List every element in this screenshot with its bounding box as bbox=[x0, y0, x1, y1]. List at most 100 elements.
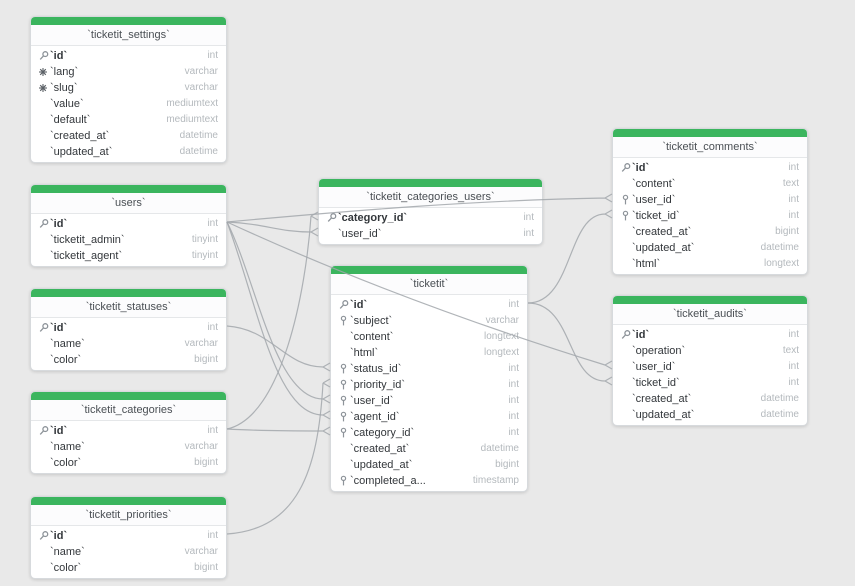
table-accent-bar bbox=[613, 129, 807, 137]
field-name: `id` bbox=[50, 50, 68, 62]
table-ticketit_categories_users[interactable]: `ticketit_categories_users` `category_id`… bbox=[318, 178, 543, 245]
field-row-content: `content`text bbox=[613, 176, 807, 192]
field-type: text bbox=[782, 345, 799, 356]
index-icon bbox=[336, 315, 350, 327]
field-type: timestamp bbox=[472, 475, 519, 486]
relationship-line-ticketit_categories-ticketit bbox=[226, 426, 331, 436]
field-type: datetime bbox=[760, 409, 799, 420]
field-name: `created_at` bbox=[350, 443, 410, 455]
field-row-id: `id`int bbox=[31, 528, 226, 544]
field-type: longtext bbox=[763, 258, 799, 269]
field-row-ticket_id: `ticket_id`int bbox=[613, 375, 807, 391]
relationship-line-ticketit_categories-ticketit_categories_users bbox=[226, 211, 319, 430]
field-name: `color` bbox=[50, 457, 82, 469]
field-row-slug: `slug`varchar bbox=[31, 80, 226, 96]
field-type: longtext bbox=[483, 331, 519, 342]
field-rows: `id`int`lang`varchar`slug`varchar`value`… bbox=[31, 46, 226, 162]
field-name: `ticketit_agent` bbox=[50, 250, 123, 262]
field-type: bigint bbox=[495, 459, 519, 470]
table-title[interactable]: `ticketit` bbox=[331, 274, 527, 295]
field-type: bigint bbox=[194, 354, 218, 365]
field-row-user_id: `user_id`int bbox=[613, 192, 807, 208]
table-title[interactable]: `ticketit_categories` bbox=[31, 400, 226, 421]
table-accent-bar bbox=[319, 179, 542, 187]
primary-key-icon bbox=[36, 530, 50, 542]
field-name: `slug` bbox=[50, 82, 78, 94]
field-name: `created_at` bbox=[50, 130, 110, 142]
unique-index-icon bbox=[36, 83, 50, 93]
table-accent-bar bbox=[331, 266, 527, 274]
table-title[interactable]: `ticketit_statuses` bbox=[31, 297, 226, 318]
field-row-completed_a: `completed_a...timestamp bbox=[331, 473, 527, 489]
field-row-name: `name`varchar bbox=[31, 544, 226, 560]
relationship-line-users-ticketit_categories_users bbox=[226, 221, 319, 237]
field-row-name: `name`varchar bbox=[31, 336, 226, 352]
field-type: int bbox=[523, 228, 534, 239]
relationship-line-users-ticketit bbox=[226, 221, 331, 420]
table-title[interactable]: `ticketit_audits` bbox=[613, 304, 807, 325]
field-type: varchar bbox=[184, 441, 218, 452]
index-icon bbox=[336, 427, 350, 439]
table-accent-bar bbox=[613, 296, 807, 304]
field-name: `ticket_id` bbox=[632, 210, 680, 222]
field-row-user_id: `user_id`int bbox=[613, 359, 807, 375]
field-row-id: `id`int bbox=[31, 423, 226, 439]
table-ticketit_settings[interactable]: `ticketit_settings``id`int`lang`varchar`… bbox=[30, 16, 227, 163]
table-users[interactable]: `users``id`int`ticketit_admin`tinyint`ti… bbox=[30, 184, 227, 267]
field-name: `updated_at` bbox=[632, 409, 695, 421]
field-name: `subject` bbox=[350, 315, 393, 327]
field-row-updated_at: `updated_at` datetime bbox=[613, 407, 807, 423]
field-row-id: `id`int bbox=[613, 327, 807, 343]
table-ticketit_comments[interactable]: `ticketit_comments``id`int`content`text`… bbox=[612, 128, 808, 275]
field-type: int bbox=[508, 395, 519, 406]
table-title[interactable]: `users` bbox=[31, 193, 226, 214]
field-row-priority_id: `priority_id`int bbox=[331, 377, 527, 393]
table-ticketit_priorities[interactable]: `ticketit_priorities` `id`int`name`varcha… bbox=[30, 496, 227, 579]
field-row-category_id: `category_id`int bbox=[331, 425, 527, 441]
table-ticketit[interactable]: `ticketit``id`int`subject`varchar`conten… bbox=[330, 265, 528, 492]
field-type: bigint bbox=[775, 226, 799, 237]
field-type: tinyint bbox=[191, 250, 218, 261]
table-accent-bar bbox=[31, 289, 226, 297]
field-name: `id` bbox=[350, 299, 368, 311]
field-type: longtext bbox=[483, 347, 519, 358]
field-type: int bbox=[207, 322, 218, 333]
table-accent-bar bbox=[31, 17, 226, 25]
field-row-subject: `subject`varchar bbox=[331, 313, 527, 329]
field-name: `lang` bbox=[50, 66, 79, 78]
field-type: varchar bbox=[184, 66, 218, 77]
field-rows: `id`int`name`varchar`color`bigint bbox=[31, 526, 226, 578]
primary-key-icon bbox=[336, 299, 350, 311]
field-name: `color` bbox=[50, 562, 82, 574]
table-ticketit_statuses[interactable]: `ticketit_statuses``id`int`name`varchar`… bbox=[30, 288, 227, 371]
field-row-status_id: `status_id`int bbox=[331, 361, 527, 377]
table-title[interactable]: `ticketit_priorities` bbox=[31, 505, 226, 526]
field-row-id: `id`int bbox=[31, 216, 226, 232]
field-row-ticket_id: `ticket_id`int bbox=[613, 208, 807, 224]
table-ticketit_audits[interactable]: `ticketit_audits``id`int`operation`text`… bbox=[612, 295, 808, 426]
field-row-name: `name`varchar bbox=[31, 439, 226, 455]
field-type: int bbox=[508, 411, 519, 422]
field-row-operation: `operation`text bbox=[613, 343, 807, 359]
field-row-ticketit_agent: `ticketit_agent` tinyint bbox=[31, 248, 226, 264]
field-type: mediumtext bbox=[166, 98, 218, 109]
field-row-category_id: `category_id`int bbox=[319, 210, 542, 226]
table-title[interactable]: `ticketit_settings` bbox=[31, 25, 226, 46]
field-type: mediumtext bbox=[166, 114, 218, 125]
field-name: `name` bbox=[50, 546, 85, 558]
field-name: `id` bbox=[50, 218, 68, 230]
field-row-updated_at: `updated_at`datetime bbox=[613, 240, 807, 256]
table-title[interactable]: `ticketit_categories_users` bbox=[319, 187, 542, 208]
field-name: `id` bbox=[50, 322, 68, 334]
field-type: tinyint bbox=[191, 234, 218, 245]
table-ticketit_categories[interactable]: `ticketit_categories` `id`int`name`varcha… bbox=[30, 391, 227, 474]
field-type: int bbox=[788, 361, 799, 372]
table-title[interactable]: `ticketit_comments` bbox=[613, 137, 807, 158]
field-type: int bbox=[523, 212, 534, 223]
field-row-ticketit_admin: `ticketit_admin`tinyint bbox=[31, 232, 226, 248]
field-type: bigint bbox=[194, 457, 218, 468]
field-type: int bbox=[207, 425, 218, 436]
field-name: `id` bbox=[632, 329, 650, 341]
field-row-user_id: `user_id`int bbox=[331, 393, 527, 409]
